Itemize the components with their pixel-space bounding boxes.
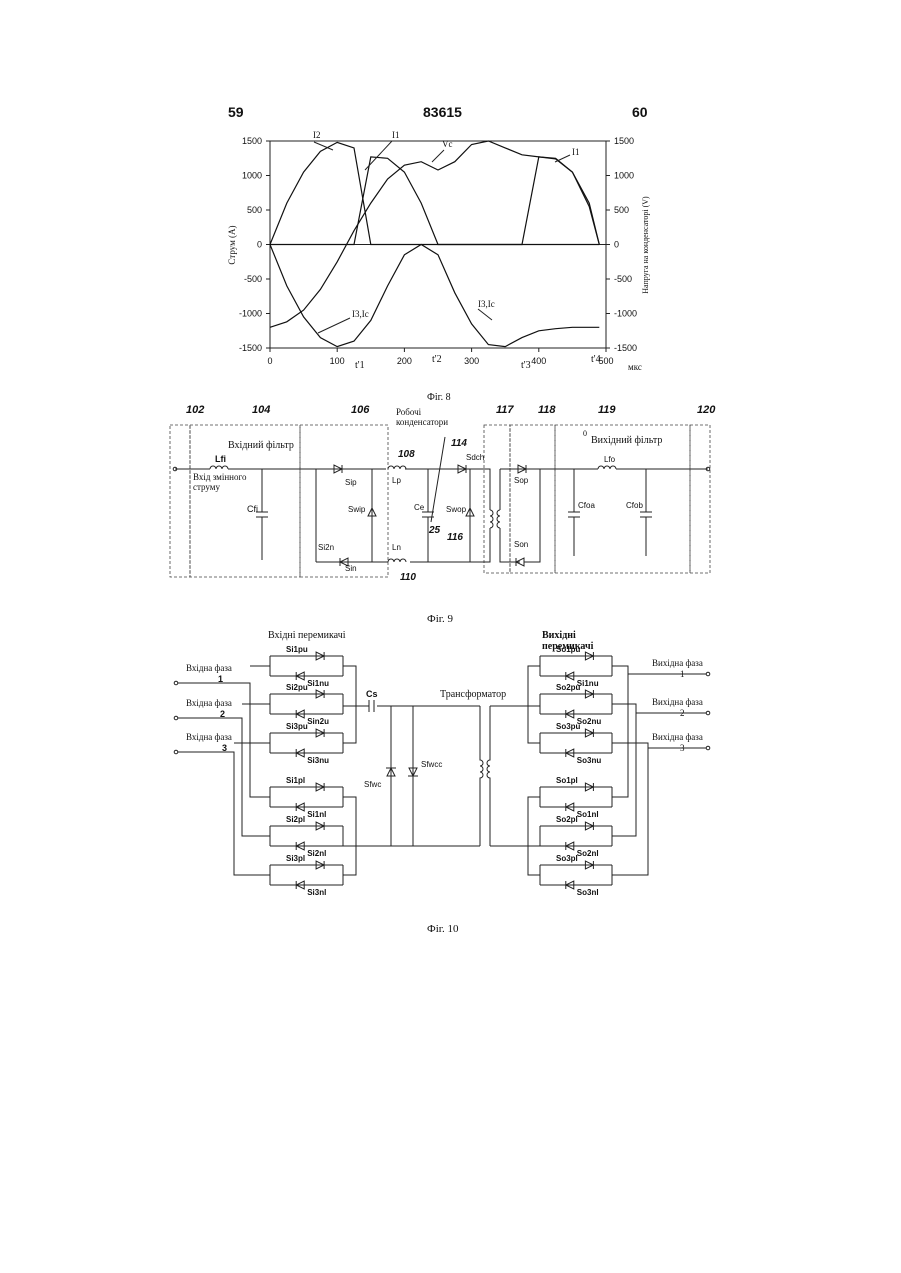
fig10-output-terminal	[706, 672, 710, 676]
fig10-output-terminal	[706, 746, 710, 750]
fig10-input-switch-label-bottom: Si1nl	[307, 810, 326, 819]
fig10-output-switch-label-bottom: So2nu	[577, 717, 602, 726]
fig10-output-phase-3-num: 3	[680, 743, 685, 753]
fig10-output-switch-label-bottom: So3nu	[577, 756, 602, 765]
fig10-output-phase-1-num: 1	[680, 669, 685, 679]
fig10-output-switch-pair-3	[540, 733, 612, 753]
fig10-capacitor-cs	[369, 700, 374, 712]
fig10-output-switch-label-bottom: So3nl	[577, 888, 599, 897]
fig10-label-sfwc: Sfwc	[364, 780, 381, 789]
fig10-input-switch-label-top: Si2pl	[286, 815, 305, 824]
fig10-input-phase-1-label: Вхідна фаза	[186, 663, 232, 673]
fig10-output-switch-pair-6	[540, 865, 612, 885]
fig10-label-cs: Cs	[366, 689, 378, 699]
fig10-input-phase-3-label: Вхідна фаза	[186, 732, 232, 742]
fig10-output-switch-label-bottom: So2nl	[577, 849, 599, 858]
fig10-input-terminal	[174, 681, 178, 685]
fig10-input-phase-wire	[178, 704, 270, 836]
fig10-output-phase-wire	[612, 743, 706, 875]
fig10-input-switch-label-bottom: Si3nl	[307, 888, 326, 897]
fig10-input-switch-pair-4	[270, 787, 343, 807]
fig10-input-switch-label-bottom: Si3nu	[307, 756, 329, 765]
fig10-output-switch-label-top: So2pu	[556, 683, 581, 692]
fig10-output-phase-2-label: Вихідна фаза	[652, 697, 703, 707]
fig10-input-terminal	[174, 716, 178, 720]
fig10-input-switch-label-top: Si1pu	[286, 645, 308, 654]
fig10-input-switch-pair-5	[270, 826, 343, 846]
fig10-output-switch-label-top: So2pl	[556, 815, 578, 824]
fig10-input-switch-label-top: Si2pu	[286, 683, 308, 692]
fig10-input-switch-pair-3	[270, 733, 343, 753]
fig10-input-phase-2-num: 2	[220, 709, 225, 719]
fig10-output-switches-title: Вихідні перемикачі	[542, 630, 622, 652]
fig10-input-switch-label-bottom: Sin2u	[307, 717, 329, 726]
fig10-output-switch-pair-2	[540, 694, 612, 714]
fig10-transformer-label: Трансформатор	[440, 689, 506, 700]
fig10-output-phase-3-label: Вихідна фаза	[652, 732, 703, 742]
fig10-label-sfwcc: Sfwcc	[421, 760, 442, 769]
fig10-caption: Фіг. 10	[427, 923, 459, 935]
fig10-output-terminal	[706, 711, 710, 715]
fig10-input-phase-3-num: 3	[222, 743, 227, 753]
fig10-output-phase-wire	[612, 704, 706, 836]
fig10-output-switch-label-top: So1pu	[556, 645, 581, 654]
fig10-input-switch-label-bottom: Si1nu	[307, 679, 329, 688]
fig10-input-phase-1-num: 1	[218, 674, 223, 684]
fig10-input-phase-2-label: Вхідна фаза	[186, 698, 232, 708]
fig10-output-collector	[528, 666, 540, 875]
fig10-input-switch-pair-6	[270, 865, 343, 885]
fig10-input-switch-label-bottom: Si2nl	[307, 849, 326, 858]
fig10-input-switch-label-top: Si3pu	[286, 722, 308, 731]
fig10-output-switch-label-top: So3pu	[556, 722, 581, 731]
fig10-output-phase-2-num: 2	[680, 708, 685, 718]
fig10-input-switches-title: Вхідні перемикачі	[268, 630, 348, 641]
fig10-output-switch-label-top: So1pl	[556, 776, 578, 785]
fig10-transformer	[480, 706, 483, 846]
fig10-input-switch-pair-2	[270, 694, 343, 714]
fig10-output-switch-label-top: So3pl	[556, 854, 578, 863]
fig10-input-switch-label-top: Si3pl	[286, 854, 305, 863]
fig10-input-collector	[343, 666, 356, 875]
fig10-input-terminal	[174, 750, 178, 754]
fig10-output-switch-label-bottom: So1nl	[577, 810, 599, 819]
fig10-input-switch-label-top: Si1pl	[286, 776, 305, 785]
fig10-input-phase-wire	[178, 743, 270, 875]
fig10-output-phase-1-label: Вихідна фаза	[652, 658, 703, 668]
fig10-output-switch-pair-5	[540, 826, 612, 846]
fig10-output-switch-pair-4	[540, 787, 612, 807]
